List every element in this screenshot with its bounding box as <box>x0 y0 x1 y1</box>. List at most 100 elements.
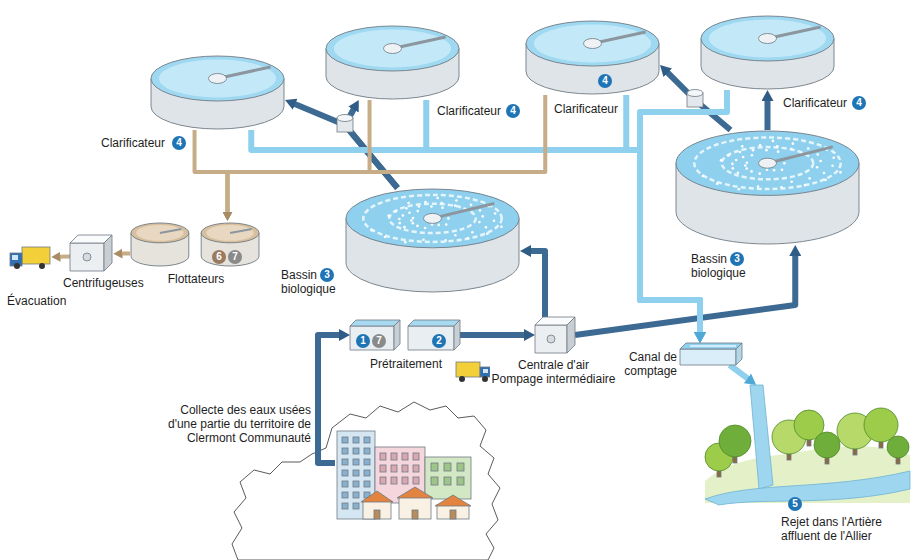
air-bubble <box>454 204 457 207</box>
distribution-box <box>687 90 703 108</box>
air-bubble <box>398 218 401 221</box>
house-door <box>374 510 380 519</box>
clarifier-tank <box>326 26 459 99</box>
air-bubble <box>746 161 749 164</box>
truck-window <box>12 255 18 260</box>
air-bubble <box>454 234 457 237</box>
house-roof <box>435 495 471 506</box>
waste-truck <box>459 376 465 382</box>
callout-number: 5 <box>788 497 802 511</box>
pipes <box>58 71 795 463</box>
air-bubble <box>839 171 842 174</box>
callout-number: 7 <box>372 334 386 348</box>
tree-crown <box>719 425 751 457</box>
tank-hub <box>584 39 602 49</box>
air-bubble <box>831 165 834 168</box>
tank-top <box>131 223 189 243</box>
tank-top <box>326 26 459 71</box>
truck-body <box>22 247 50 264</box>
dark-pipe <box>765 98 771 130</box>
window <box>364 481 370 487</box>
shape-drawing <box>70 235 112 271</box>
house-wall <box>437 505 469 519</box>
light-pipe <box>730 365 750 380</box>
air-bubble <box>750 170 753 173</box>
air-bubble <box>766 168 769 171</box>
biological-basin <box>676 131 859 244</box>
air-bubble <box>398 222 401 225</box>
air-bubble <box>412 217 415 220</box>
air-bubble <box>741 145 744 148</box>
window <box>457 463 464 471</box>
water-surface <box>159 60 276 98</box>
pretreatment-tanks <box>350 320 460 350</box>
river-outfall <box>705 385 910 505</box>
air-bubble <box>731 163 734 166</box>
window <box>413 477 419 484</box>
node-label: Collecte des eaux usées d'une partie du … <box>166 403 312 445</box>
air-bubble <box>394 210 397 213</box>
air-bubble <box>716 182 719 185</box>
air-bubble <box>479 209 482 212</box>
callout-number: 3 <box>320 268 334 282</box>
air-bubble <box>424 227 427 230</box>
air-bubble <box>455 199 458 202</box>
window <box>380 477 386 484</box>
water-surface <box>534 25 651 63</box>
water-surface <box>334 30 451 68</box>
air-bubble <box>412 222 415 225</box>
air-bubble <box>471 231 474 234</box>
tank-hub <box>759 34 777 44</box>
air-bubble <box>416 225 419 228</box>
air-bubble <box>744 164 747 167</box>
window <box>431 463 438 471</box>
clarifier-tank: Clarificateur <box>325 25 460 100</box>
box-top <box>350 320 400 326</box>
air-bubble <box>781 169 784 172</box>
box-front <box>535 325 567 353</box>
air-bubble <box>416 210 419 213</box>
scraper-arm <box>768 147 832 163</box>
node-label: Centrale d'air Pompage intermédiaire <box>490 358 617 386</box>
shape-drawing <box>10 247 50 269</box>
shape-drawing <box>700 15 835 90</box>
box-side <box>394 320 400 350</box>
window <box>342 492 348 498</box>
node-label: Bassin biologique <box>690 252 754 280</box>
truck-wheel <box>14 263 20 269</box>
river-outfall: Rejet dans l'Artière affluent de l'Allie… <box>705 385 910 550</box>
air-bubble <box>758 172 761 175</box>
shape-drawing <box>345 188 520 293</box>
window <box>457 477 464 485</box>
sludge-surface <box>136 225 183 241</box>
box-side <box>736 343 742 365</box>
window <box>391 453 397 460</box>
house-door <box>412 510 418 519</box>
sludge-pipe <box>58 255 70 259</box>
waste-truck <box>482 376 488 382</box>
air-bubble <box>485 226 488 229</box>
sludge-pipe <box>120 252 130 256</box>
biological-basin <box>346 189 519 292</box>
tank-hub <box>209 74 227 84</box>
air-bubble <box>467 237 470 240</box>
biological-basin: Bassin biologique <box>675 130 860 245</box>
air-bubble <box>823 172 826 175</box>
dark-pipe <box>460 332 527 338</box>
house-door <box>450 510 456 519</box>
air-bubble <box>780 186 783 189</box>
air-bubble <box>732 167 735 170</box>
air-bubble <box>832 156 835 159</box>
air-bubble <box>500 225 503 228</box>
window <box>413 453 419 460</box>
window <box>342 470 348 476</box>
clarifier-tank <box>701 16 834 89</box>
waste-truck <box>456 362 490 382</box>
air-bubble <box>424 201 427 204</box>
air-bubble <box>437 224 440 227</box>
scraper-arm <box>160 229 182 233</box>
window <box>364 470 370 476</box>
node-label: Clarificateur <box>100 136 166 150</box>
window <box>342 503 348 509</box>
distribution-box <box>337 115 353 122</box>
